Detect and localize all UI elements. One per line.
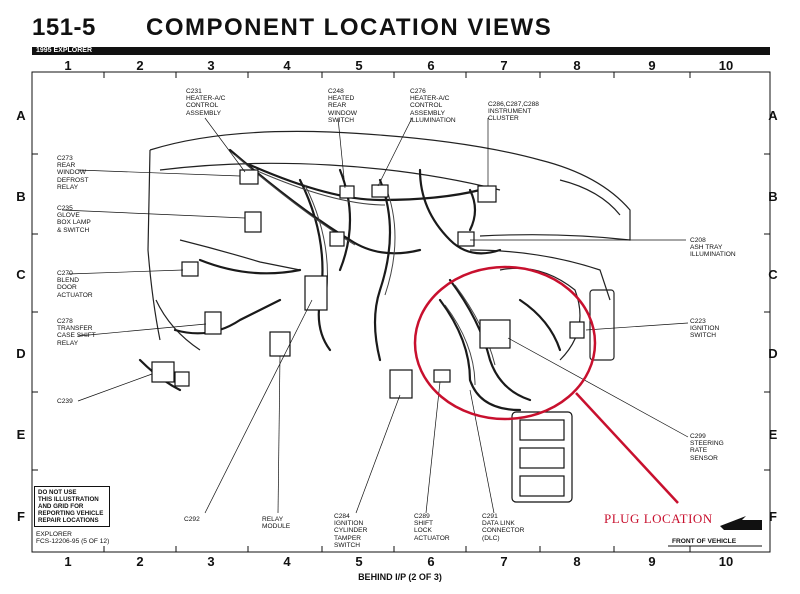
grid-col-bottom: 5 xyxy=(355,554,363,569)
label-c231: C231 HEATER-A/C CONTROL ASSEMBLY xyxy=(186,88,226,117)
grid-col-top: 5 xyxy=(355,58,363,73)
grid-row-left: E xyxy=(16,427,26,442)
grid-row-right: C xyxy=(768,267,778,282)
grid-row-right: D xyxy=(768,346,778,361)
label-c289: C289 SHIFT LOCK ACTUATOR xyxy=(414,513,450,542)
section-number: 151-5 xyxy=(32,14,96,41)
footer-reference: EXPLORER FCS-12206-95 (5 OF 12) xyxy=(36,531,110,546)
vehicle-label: 1995 EXPLORER xyxy=(36,47,93,54)
diagram-caption: BEHIND I/P (2 OF 3) xyxy=(358,572,442,582)
grid-col-top: 8 xyxy=(573,58,581,73)
label-c286: C286,C287,C288 INSTRUMENT CLUSTER xyxy=(488,101,539,123)
disclaimer-note: DO NOT USE THIS ILLUSTRATION AND GRID FO… xyxy=(34,486,110,527)
leader-lines xyxy=(61,117,689,514)
grid-row-left: D xyxy=(16,346,26,361)
grid-col-top: 4 xyxy=(283,58,291,73)
grid-ticks xyxy=(32,72,770,552)
grid-row-right: F xyxy=(769,509,777,524)
label-c291: C291 DATA LINK CONNECTOR (DLC) xyxy=(482,513,525,542)
front-of-vehicle-label: FRONT OF VEHICLE xyxy=(672,538,737,545)
label-c239: C239 xyxy=(57,398,73,405)
label-c299: C299 STEERING RATE SENSOR xyxy=(690,433,724,462)
grid-col-bottom: 8 xyxy=(573,554,581,569)
label-c270: C270 BLEND DOOR ACTUATOR xyxy=(57,270,93,299)
grid-col-bottom: 1 xyxy=(64,554,72,569)
label-relay-module: RELAY MODULE xyxy=(262,516,291,531)
grid-row-left: F xyxy=(17,509,25,524)
label-c223: C223 IGNITION SWITCH xyxy=(690,318,720,340)
grid-col-top: 9 xyxy=(648,58,656,73)
grid-col-bottom: 9 xyxy=(648,554,656,569)
grid-col-top: 1 xyxy=(64,58,72,73)
grid-row-right: E xyxy=(768,427,778,442)
label-c208: C208 ASH TRAY ILLUMINATION xyxy=(690,237,736,259)
label-c284: C284 IGNITION CYLINDER TAMPER SWITCH xyxy=(334,513,368,549)
grid-col-top: 10 xyxy=(718,58,734,73)
header-bar xyxy=(32,47,770,55)
grid-col-top: 6 xyxy=(427,58,435,73)
plug-location-label: PLUG LOCATION xyxy=(604,511,713,526)
grid-row-left: B xyxy=(16,189,26,204)
grid-col-bottom: 10 xyxy=(718,554,734,569)
connectors xyxy=(151,169,585,503)
grid-col-bottom: 2 xyxy=(136,554,144,569)
grid-col-top: 7 xyxy=(500,58,508,73)
grid-col-top: 3 xyxy=(207,58,215,73)
label-c276: C276 HEATER-A/C CONTROL ASSEMBLY ILLUMIN… xyxy=(410,88,456,124)
label-c278: C278 TRANSFER CASE SHIFT RELAY xyxy=(57,318,96,347)
grid-col-bottom: 4 xyxy=(283,554,291,569)
grid-frame xyxy=(31,71,771,553)
grid-row-right: A xyxy=(768,108,778,123)
grid-col-top: 2 xyxy=(136,58,144,73)
grid-row-left: A xyxy=(16,108,26,123)
label-c292: C292 xyxy=(184,516,200,523)
label-c273: C273 REAR WINDOW DEFROST RELAY xyxy=(57,155,89,191)
label-c235: C235 GLOVE BOX LAMP & SWITCH xyxy=(57,205,91,234)
label-c248: C248 HEATED REAR WINDOW SWITCH xyxy=(328,88,357,124)
plug-location-circle xyxy=(413,265,597,421)
grid-row-left: C xyxy=(16,267,26,282)
grid-col-bottom: 3 xyxy=(207,554,215,569)
grid-row-right: B xyxy=(768,189,778,204)
front-of-vehicle-arrow xyxy=(668,516,762,547)
page-title: COMPONENT LOCATION VIEWS xyxy=(146,14,553,41)
plug-location-arrow xyxy=(575,392,679,504)
grid-col-bottom: 7 xyxy=(500,554,508,569)
grid-col-bottom: 6 xyxy=(427,554,435,569)
